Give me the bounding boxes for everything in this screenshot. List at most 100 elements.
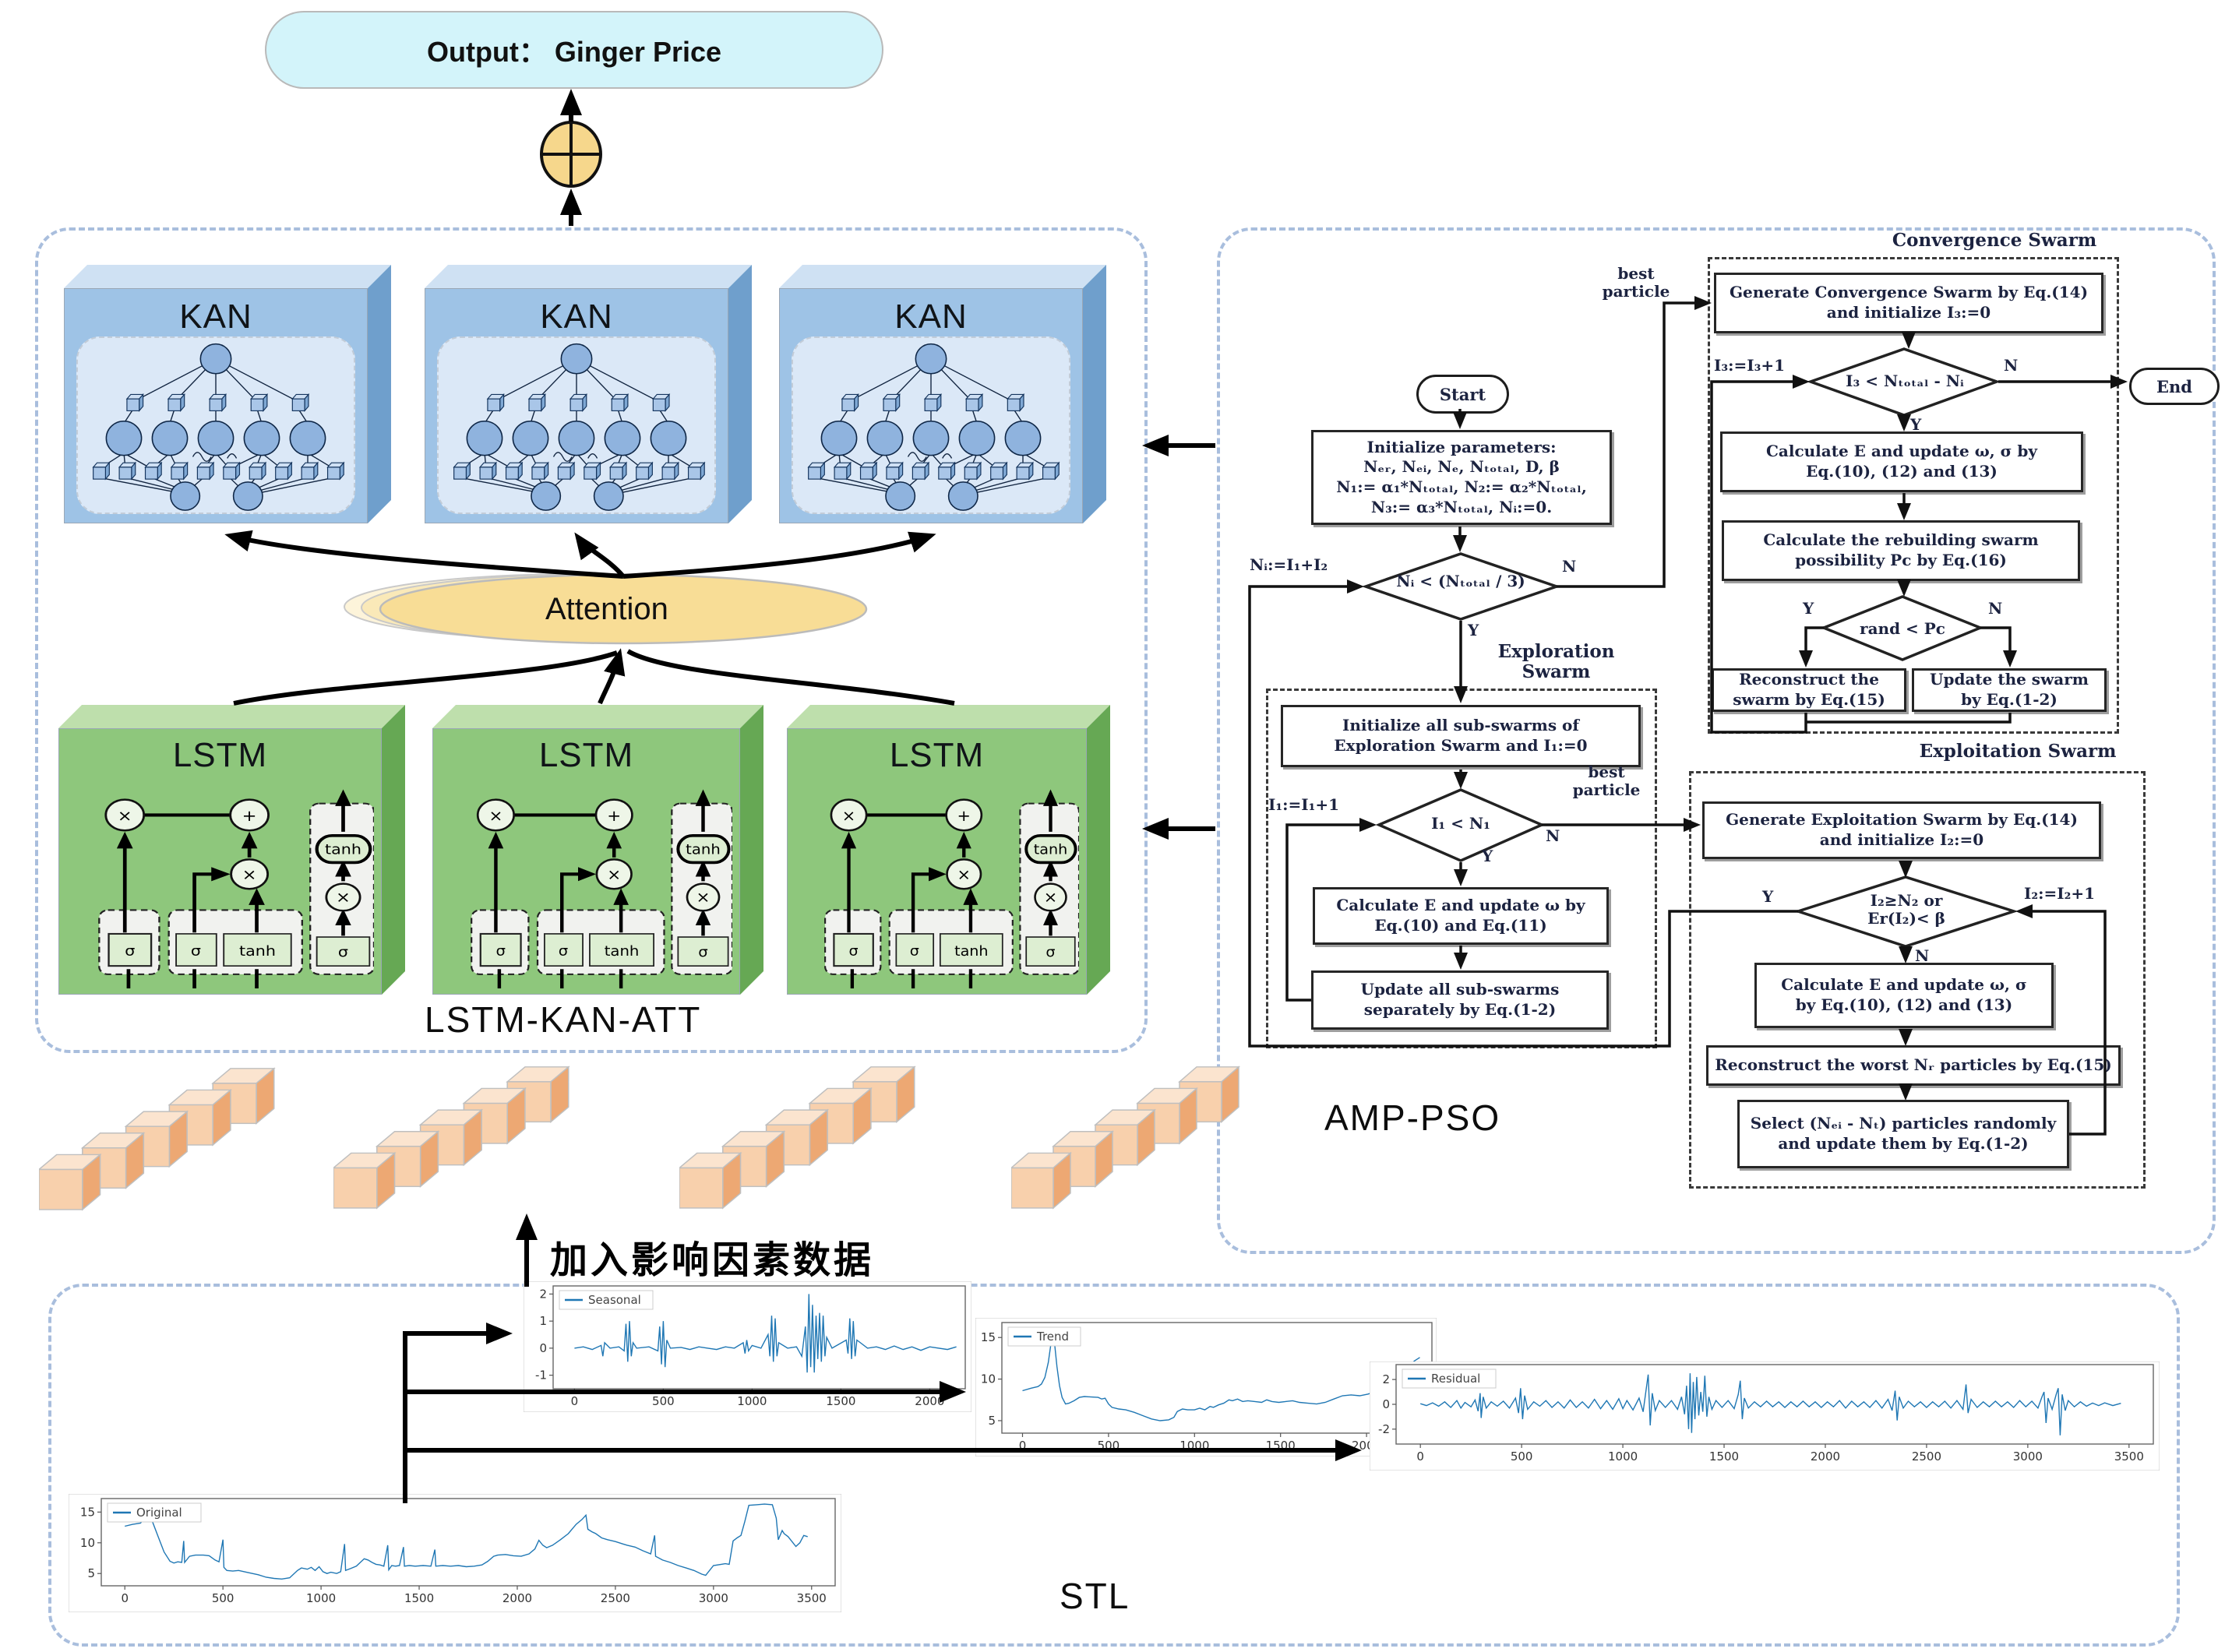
flow-yes-1: Y: [1468, 621, 1479, 639]
input-cubes-3: [679, 1064, 921, 1224]
flow-no-2: N: [1546, 826, 1560, 845]
input-annotation: 加入影响因素数据: [550, 1240, 875, 1281]
svg-text:0: 0: [1416, 1449, 1424, 1464]
svg-text:tanh: tanh: [686, 841, 721, 858]
flow-label-i3: I₃:=I₃+1: [1714, 356, 1786, 375]
svg-text:1: 1: [539, 1314, 547, 1328]
svg-text:×: ×: [336, 889, 351, 907]
svg-text:σ: σ: [698, 944, 707, 960]
amp-pso-title: AMP-PSO: [1324, 1097, 1501, 1138]
svg-text:1000: 1000: [306, 1591, 336, 1605]
flow-expl-calc: Calculate E and update ω by Eq.(10) and …: [1313, 887, 1609, 945]
svg-text:1500: 1500: [1266, 1439, 1296, 1453]
kan-panel: [792, 336, 1070, 514]
flow-label-i2: I₂:=I₂+1: [2024, 884, 2096, 903]
flow-best-particle-1: best particle: [1602, 264, 1670, 301]
lstm-block-2: LSTM: [432, 705, 763, 995]
output-label: Output： Ginger Price: [426, 36, 722, 68]
svg-text:×: ×: [957, 865, 971, 883]
svg-text:+: +: [607, 807, 621, 825]
svg-text:2: 2: [1382, 1372, 1390, 1386]
svg-text:σ: σ: [125, 942, 135, 959]
kan-title: KAN: [540, 298, 613, 336]
svg-text:-2: -2: [1378, 1422, 1390, 1436]
kan-block-3: KAN: [779, 265, 1106, 523]
svg-text:5: 5: [87, 1566, 95, 1580]
flow-expt-gen: Generate Exploitation Swarm by Eq.(14) a…: [1702, 801, 2101, 859]
flow-yes-3: Y: [1762, 887, 1774, 906]
svg-text:1000: 1000: [1179, 1439, 1209, 1453]
svg-text:1000: 1000: [737, 1394, 767, 1408]
flow-expt-recon: Reconstruct the worst Nᵣ particles by Eq…: [1706, 1045, 2121, 1086]
flow-no-4: N: [2004, 356, 2019, 375]
flow-expl-update: Update all sub-swarms separately by Eq.(…: [1311, 970, 1609, 1030]
input-data-cubes: [39, 1068, 275, 1210]
svg-text:2000: 2000: [1811, 1449, 1840, 1464]
svg-text:3500: 3500: [2114, 1449, 2144, 1464]
lstm-kan-att-region: [35, 227, 1148, 1053]
kan-box-top-face: [64, 265, 391, 288]
svg-text:tanh: tanh: [325, 841, 361, 858]
amp-pso-region: [1217, 227, 2216, 1254]
svg-text:3000: 3000: [2013, 1449, 2043, 1464]
svg-text:tanh: tanh: [954, 943, 988, 959]
svg-text:Original: Original: [136, 1506, 182, 1520]
svg-text:σ: σ: [849, 943, 859, 959]
svg-text:10: 10: [981, 1372, 996, 1386]
pso-feedback-arrows: [1142, 435, 1215, 840]
flow-cond-main: Nᵢ < (Nₜₒₜₐₗ / 3): [1396, 572, 1525, 590]
stl-title: STL: [1060, 1576, 1130, 1616]
svg-text:2500: 2500: [1912, 1449, 1941, 1464]
kan-block-2: KAN: [425, 265, 752, 523]
lstm-block-3: LSTM: [787, 705, 1110, 995]
svg-text:σ: σ: [495, 943, 505, 960]
svg-text:σ: σ: [910, 943, 919, 959]
lstm-cell-diagram: × + × × tanh σ σ tanh σ: [824, 789, 1079, 988]
svg-text:Residual: Residual: [1431, 1372, 1480, 1386]
flow-cond-expl: I₁ < N₁: [1431, 814, 1490, 833]
exploration-swarm-title: Exploration Swarm: [1497, 641, 1615, 683]
flow-yes-5: Y: [1803, 599, 1814, 618]
exploitation-swarm-title: Exploitation Swarm: [1919, 741, 2117, 762]
svg-text:1500: 1500: [826, 1394, 855, 1408]
kan-node: [199, 343, 232, 375]
svg-text:Seasonal: Seasonal: [588, 1293, 641, 1307]
svg-text:×: ×: [696, 888, 711, 906]
svg-text:Trend: Trend: [1036, 1330, 1069, 1344]
svg-text:500: 500: [652, 1394, 675, 1408]
svg-text:σ: σ: [338, 944, 348, 960]
flow-conv-update: Update the swarm by Eq.(1-2): [1912, 668, 2107, 712]
lstm-cell: × + × × tanh σ σ tanh σ: [66, 777, 374, 988]
svg-text:0: 0: [571, 1394, 579, 1408]
kan-panel: [437, 336, 716, 514]
model-title: LSTM-KAN-ATT: [425, 999, 702, 1040]
svg-text:2000: 2000: [915, 1394, 944, 1408]
lstm-cell-diagram: × + × × tanh σ σ tanh σ: [98, 789, 374, 988]
svg-text:2500: 2500: [601, 1591, 630, 1605]
svg-text:500: 500: [1511, 1449, 1533, 1464]
svg-text:0: 0: [1019, 1439, 1027, 1453]
kan-title: KAN: [894, 298, 968, 336]
lstm-block-1: LSTM: [58, 705, 405, 995]
kan-network-diagram: [808, 343, 1060, 511]
svg-text:3000: 3000: [699, 1591, 728, 1605]
flow-conv-gen: Generate Convergence Swarm by Eq.(14) an…: [1714, 273, 2103, 333]
svg-text:tanh: tanh: [239, 942, 276, 959]
svg-text:×: ×: [488, 807, 502, 825]
flow-end: End: [2129, 368, 2220, 405]
kan-network-diagram: [453, 343, 705, 511]
svg-text:1500: 1500: [1709, 1449, 1739, 1464]
svg-text:500: 500: [212, 1591, 234, 1605]
svg-text:tanh: tanh: [605, 943, 640, 960]
svg-text:×: ×: [1044, 888, 1057, 906]
flow-expt-select: Select (Nₑᵢ - Nₜ) particles randomly and…: [1737, 1100, 2069, 1168]
svg-text:σ: σ: [559, 943, 568, 960]
flow-yes-4: Y: [1910, 415, 1922, 434]
svg-text:3500: 3500: [797, 1591, 827, 1605]
lstm-title: LSTM: [172, 736, 268, 774]
